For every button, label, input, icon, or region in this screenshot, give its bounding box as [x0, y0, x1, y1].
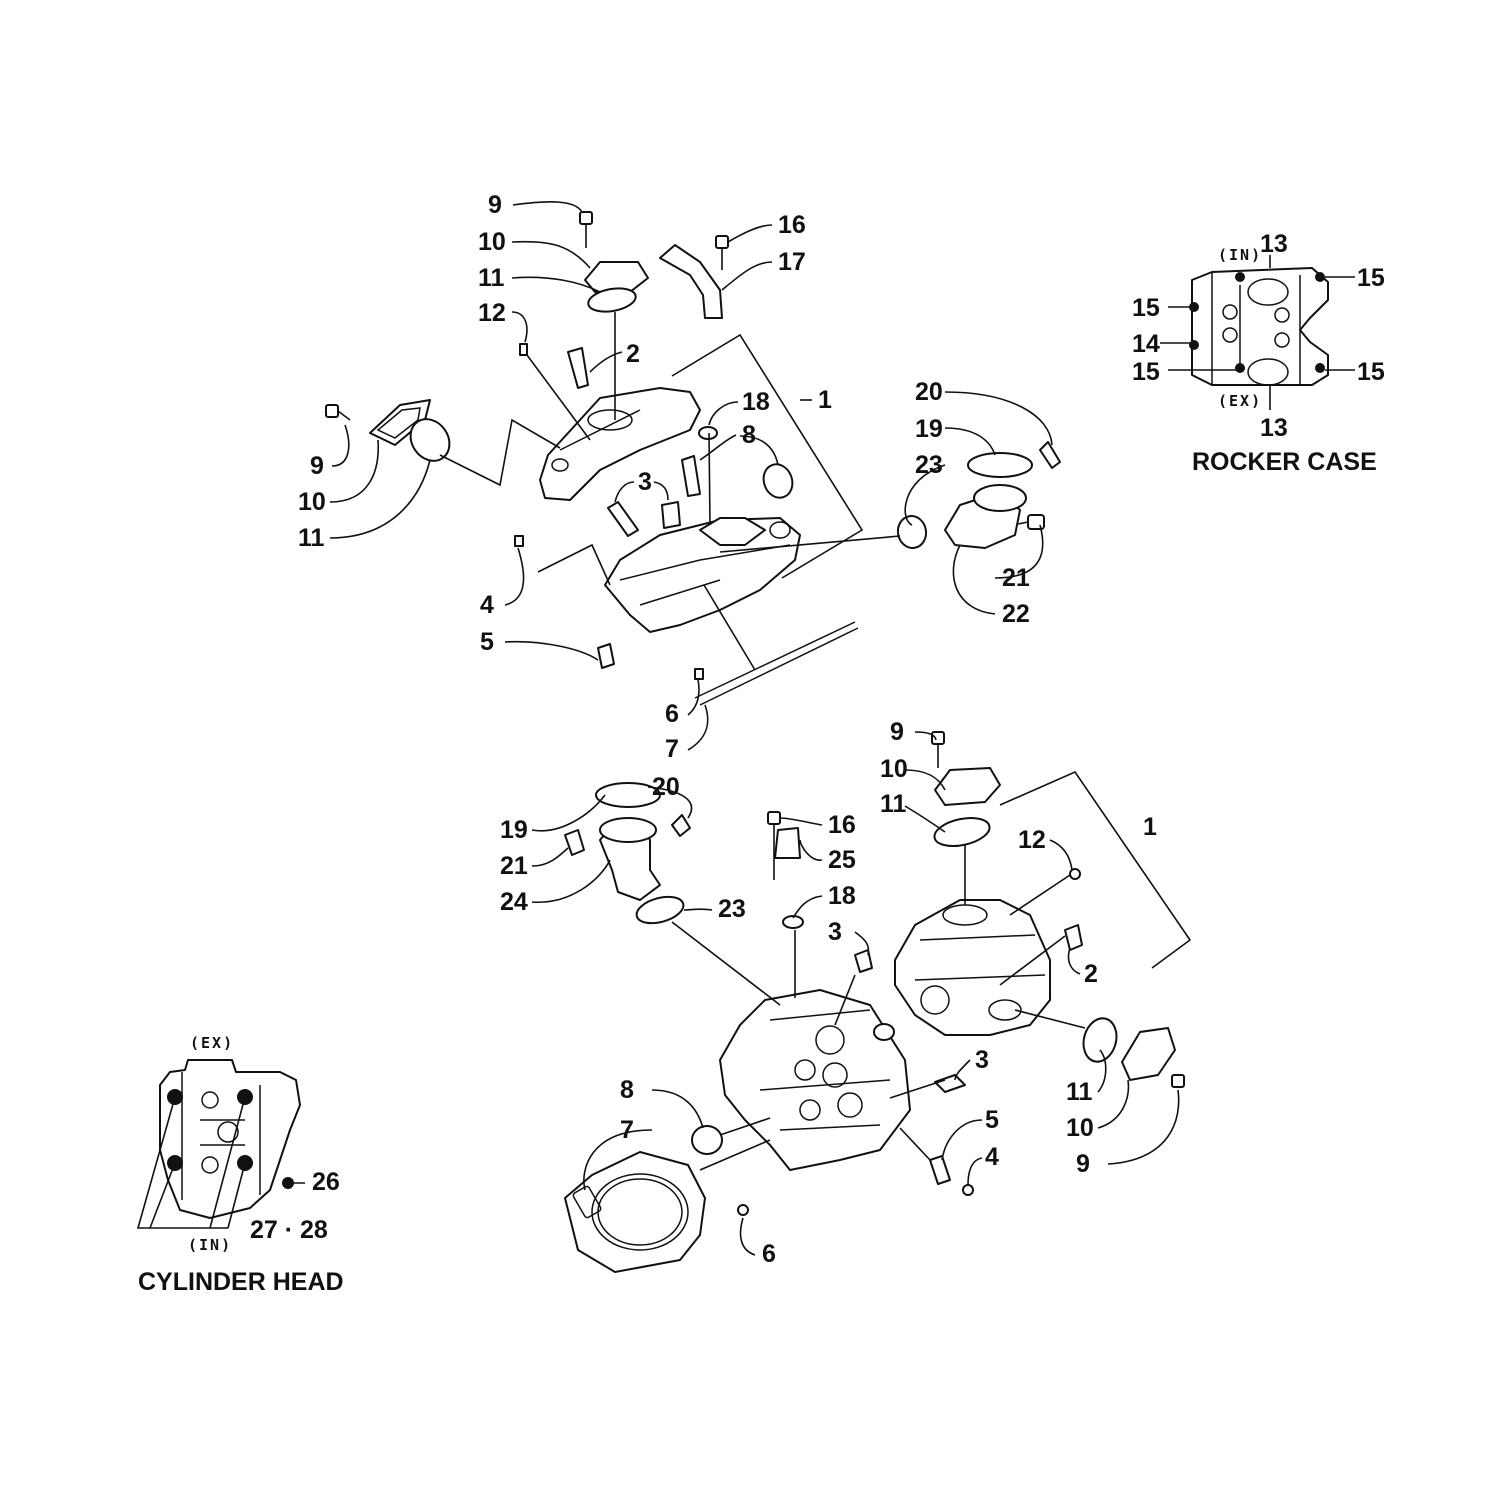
- upper-assembly-bracket: [671, 333, 864, 579]
- callout-4: 4: [985, 1143, 999, 1171]
- cylinder-head-ex-label: (EX): [190, 1034, 234, 1052]
- callout-5: 5: [480, 628, 494, 656]
- upper-assembly: [325, 211, 1061, 706]
- rocker-case-ex-label: (EX): [1218, 392, 1262, 410]
- callout-21: 21: [500, 852, 528, 880]
- callout-3: 3: [638, 468, 652, 496]
- callout-15: 15: [1357, 358, 1385, 386]
- callout-5: 5: [985, 1106, 999, 1134]
- callout-19: 19: [500, 816, 528, 844]
- thermostat-housing-25: [774, 827, 801, 859]
- callout-15: 15: [1132, 294, 1160, 322]
- callout-17: 17: [778, 248, 806, 276]
- callout-18: 18: [828, 882, 856, 910]
- callout-26: 26: [312, 1168, 340, 1196]
- callout-13: 13: [1260, 230, 1288, 258]
- upper-bolts: [325, 211, 1045, 680]
- rocker-case-title: ROCKER CASE: [1192, 448, 1377, 476]
- callout-25: 25: [828, 846, 856, 874]
- upper-intake-joint: [944, 441, 1061, 549]
- callout-1: 1: [818, 386, 832, 414]
- lower-intake-joint: [595, 782, 691, 925]
- lower-gasket-right: [1082, 1017, 1118, 1063]
- callout-7: 7: [665, 735, 679, 763]
- water-pipe-17: [659, 244, 723, 319]
- callout-20: 20: [915, 378, 943, 406]
- callout-10: 10: [880, 755, 908, 783]
- callout-9: 9: [1076, 1150, 1090, 1178]
- callout-14: 14: [1132, 330, 1160, 358]
- callout-10: 10: [478, 228, 506, 256]
- lower-assembly-bracket: [999, 771, 1192, 969]
- callout-labels: 9 10 11 12 2 16 17 18 1 8 3 9 10 11 4 5 …: [138, 191, 1385, 1296]
- callout-10: 10: [1066, 1114, 1094, 1142]
- upper-cylinder-head-part: [604, 517, 801, 633]
- callout-10: 10: [298, 488, 326, 516]
- callout-8: 8: [742, 421, 756, 449]
- upper-gasket-left: [409, 418, 451, 462]
- callout-6: 6: [665, 700, 679, 728]
- callout-27-28: 27 · 28: [250, 1216, 328, 1244]
- callout-11: 11: [478, 264, 505, 292]
- leader-lines: [329, 201, 1180, 1256]
- upper-valve-parts: [607, 426, 928, 549]
- callout-23: 23: [915, 451, 943, 479]
- callout-11: 11: [1066, 1078, 1093, 1106]
- callout-16: 16: [778, 211, 806, 239]
- rocker-case-inset: [1160, 255, 1355, 410]
- lower-cylinder-gasket: [564, 1151, 706, 1273]
- lower-cover-plate-top: [934, 767, 1001, 806]
- callout-9: 9: [488, 191, 502, 219]
- callout-2: 2: [626, 340, 640, 368]
- callout-3: 3: [828, 918, 842, 946]
- callout-12: 12: [478, 299, 506, 327]
- callout-3: 3: [975, 1046, 989, 1074]
- rocker-case-in-label: (IN): [1218, 246, 1262, 264]
- callout-9: 9: [310, 452, 324, 480]
- callout-18: 18: [742, 388, 770, 416]
- lower-cylinder-head-part: [719, 989, 911, 1171]
- callout-16: 16: [828, 811, 856, 839]
- callout-4: 4: [480, 591, 494, 619]
- callout-12: 12: [1018, 826, 1046, 854]
- callout-13: 13: [1260, 414, 1288, 442]
- cylinder-head-in-label: (IN): [188, 1236, 232, 1254]
- callout-8: 8: [620, 1076, 634, 1104]
- upper-cover-plate-top: [584, 261, 649, 293]
- callout-11: 11: [298, 524, 325, 552]
- callout-24: 24: [500, 888, 528, 916]
- lower-bolts: [564, 731, 1185, 1216]
- callout-7: 7: [620, 1116, 634, 1144]
- callout-9: 9: [890, 718, 904, 746]
- callout-22: 22: [1002, 600, 1030, 628]
- lower-rocker-case-part: [894, 899, 1051, 1036]
- lower-gasket-top: [933, 817, 991, 847]
- lower-cover-plate-right: [1121, 1027, 1176, 1081]
- callout-1: 1: [1143, 813, 1157, 841]
- callout-2: 2: [1084, 960, 1098, 988]
- callout-23: 23: [718, 895, 746, 923]
- callout-20: 20: [652, 773, 680, 801]
- callout-19: 19: [915, 415, 943, 443]
- cylinder-head-inset: [136, 1059, 305, 1229]
- callout-15: 15: [1357, 264, 1385, 292]
- upper-gasket-top: [587, 287, 637, 313]
- lower-assembly: [564, 731, 1192, 1273]
- upper-rocker-case-part: [539, 387, 701, 501]
- callout-6: 6: [762, 1240, 776, 1268]
- callout-15: 15: [1132, 358, 1160, 386]
- cylinder-head-title: CYLINDER HEAD: [138, 1268, 344, 1296]
- callout-11: 11: [880, 790, 907, 818]
- upper-head-gasket: [694, 621, 859, 706]
